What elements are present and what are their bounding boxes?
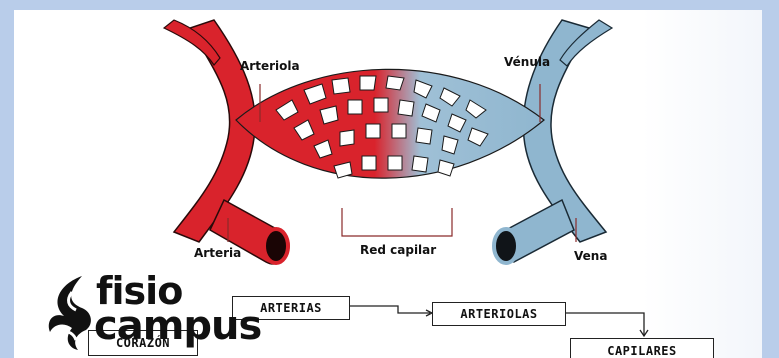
label-venula: Vénula — [504, 55, 550, 69]
vein-opening — [494, 229, 518, 263]
label-vena: Vena — [574, 249, 607, 263]
label-arteria: Arteria — [194, 246, 241, 260]
logo-flame-icon — [42, 272, 100, 352]
label-arteriola: Arteriola — [240, 59, 300, 73]
fisio-campus-logo: fisio campus — [42, 272, 312, 352]
slide: Arteriola Vénula Arteria Red capilar Ven… — [14, 10, 762, 358]
label-red-capilar: Red capilar — [360, 243, 436, 257]
box-arteriolas: ARTERIOLAS — [432, 302, 566, 326]
logo-text-campus: campus — [94, 306, 261, 346]
box-capilares: CAPILARES — [570, 338, 714, 358]
capillary-network — [236, 69, 544, 178]
artery-opening — [264, 229, 288, 263]
